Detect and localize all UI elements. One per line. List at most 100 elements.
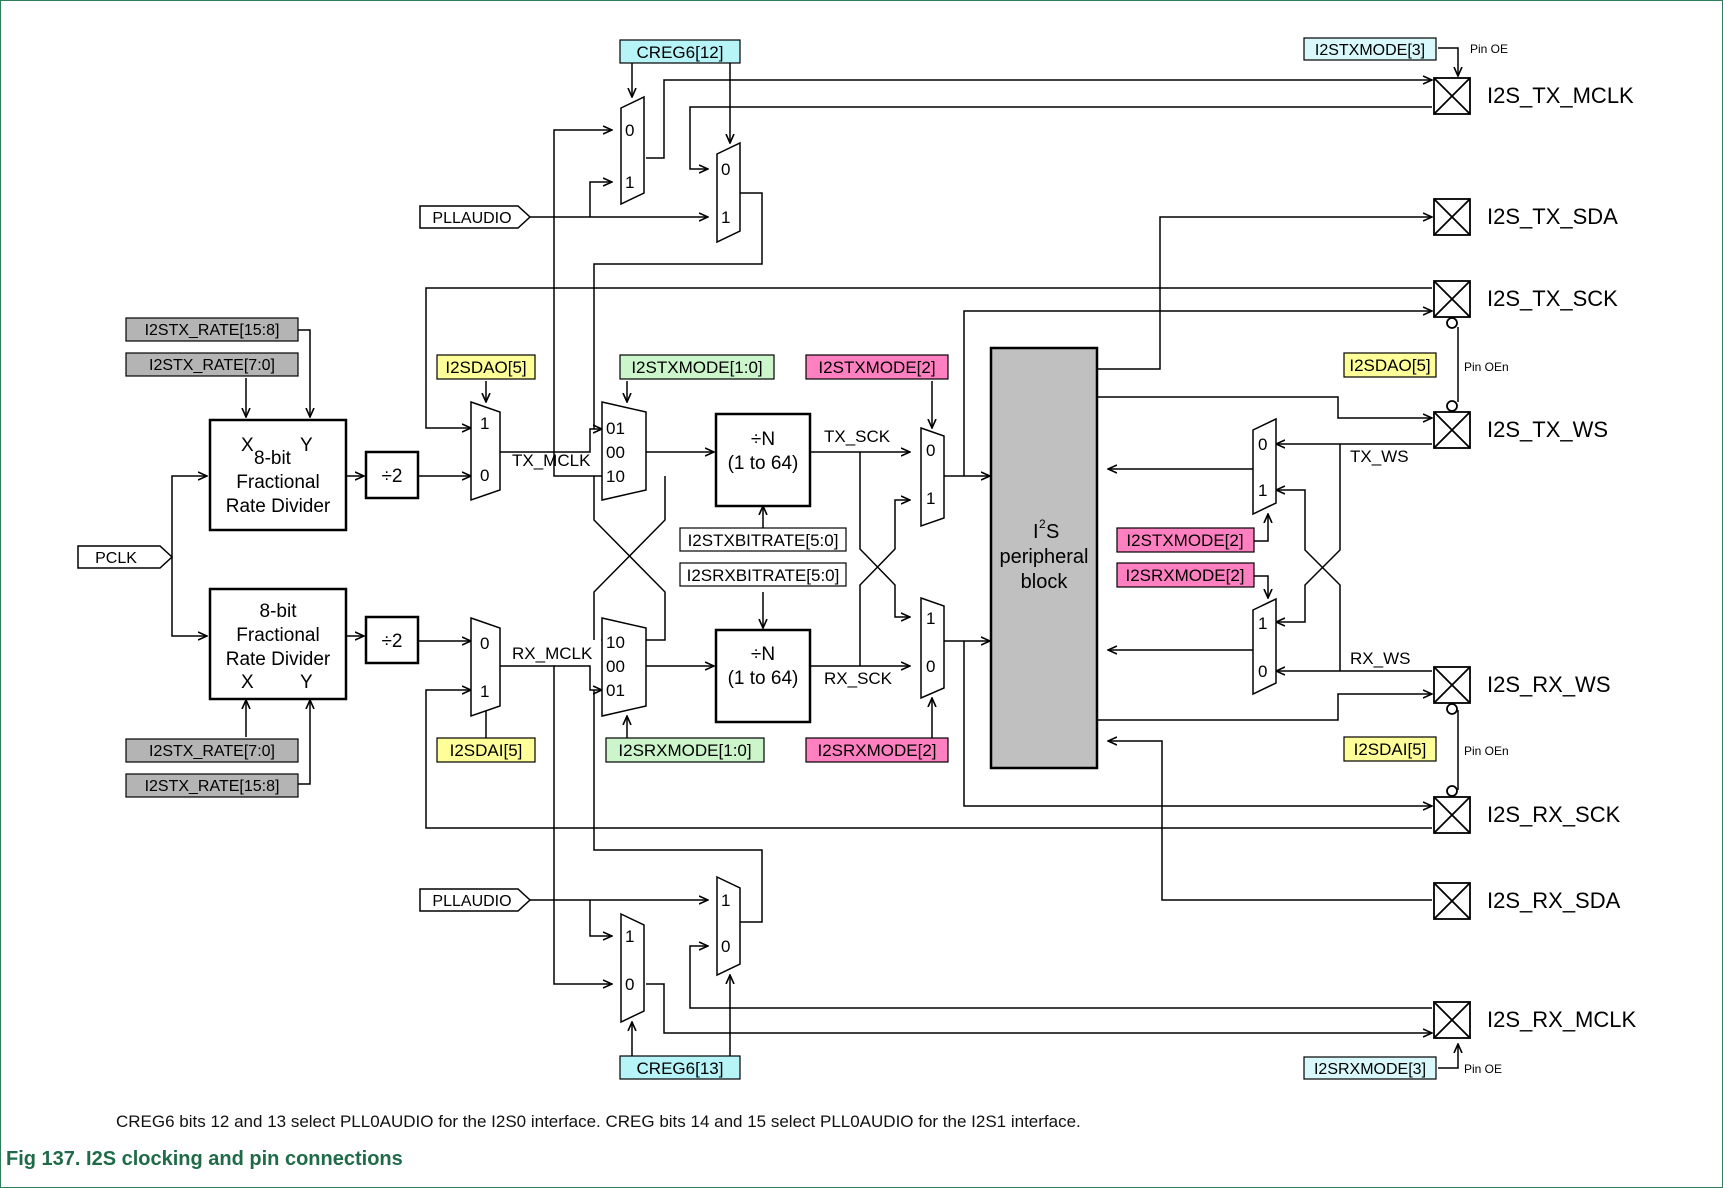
mux-in: 00 xyxy=(606,443,625,462)
reg-i2stx-rate-hi-top xyxy=(125,317,299,342)
mux-in: 0 xyxy=(721,160,730,179)
mux-tx-mclk-select xyxy=(470,400,501,502)
peripheral-s: S xyxy=(1046,521,1059,543)
peripheral-line3: block xyxy=(1021,571,1069,593)
frac-top-line2: Fractional xyxy=(236,472,319,493)
frac-bot-x: X xyxy=(241,672,254,693)
label-i2sdao5-right: I2SDAO[5] xyxy=(1349,356,1430,375)
mux-in: 1 xyxy=(480,414,489,433)
reg-i2sdao5-right xyxy=(1343,352,1437,378)
pin-oen-rx: Pin OEn xyxy=(1464,744,1509,758)
fractional-rate-divider-bottom xyxy=(208,587,348,701)
mux-in: 10 xyxy=(606,633,625,652)
reg-creg6-12 xyxy=(619,39,741,64)
pin-label-tx-sda: I2S_TX_SDA xyxy=(1487,204,1618,229)
pin-label-rx-sda: I2S_RX_SDA xyxy=(1487,888,1621,913)
reg-creg6-13 xyxy=(619,1055,741,1080)
i2s-clocking-diagram: CREG6[12] CREG6[13] I2STXMODE[3] I2SRXMO… xyxy=(77,37,1637,1080)
mux-in: 0 xyxy=(625,975,634,994)
divn-bottom xyxy=(714,628,812,724)
label-i2srxmode2-right: I2SRXMODE[2] xyxy=(1125,566,1244,585)
label-i2srxbitrate: I2SRXBITRATE[5:0] xyxy=(687,566,840,585)
label-i2stx-rate-hi-bot: I2STX_RATE[15:8] xyxy=(145,778,280,795)
mux-creg6-12-right xyxy=(716,141,741,244)
mux-in: 0 xyxy=(926,657,935,676)
reg-i2stxmode3 xyxy=(1303,37,1437,61)
mux-rx-mode xyxy=(601,617,647,717)
multiplexers xyxy=(470,95,1277,1024)
mux-rx-ws xyxy=(1252,597,1277,696)
reg-i2stxmode2-right xyxy=(1116,527,1255,553)
oen-bubble-rx-ws xyxy=(1446,703,1458,715)
label-i2stxmode2-right: I2STXMODE[2] xyxy=(1126,531,1243,550)
label-creg6-13: CREG6[13] xyxy=(637,1059,724,1078)
mux-in: 1 xyxy=(625,173,634,192)
reg-i2stxmode2-top xyxy=(805,354,949,380)
oen-bubble-tx-sck xyxy=(1446,317,1458,329)
label-i2stxmode3: I2STXMODE[3] xyxy=(1315,42,1425,59)
mux-in: 1 xyxy=(721,208,730,227)
frac-top-x: X xyxy=(241,435,254,456)
mux-in: 1 xyxy=(625,927,634,946)
pin-pads xyxy=(1433,77,1471,1039)
pin-label-tx-mclk: I2S_TX_MCLK xyxy=(1487,83,1634,108)
mux-tx-ws xyxy=(1252,417,1277,516)
mux-in: 0 xyxy=(480,634,489,653)
mux-in: 0 xyxy=(926,441,935,460)
pclk-tag xyxy=(77,545,174,569)
mux-in: 0 xyxy=(1258,435,1267,454)
reg-i2sdai5-left xyxy=(436,737,536,763)
mux-in: 0 xyxy=(1258,662,1267,681)
reg-i2srxmode2-bot xyxy=(805,737,949,763)
mux-in: 1 xyxy=(480,682,489,701)
input-tags xyxy=(77,205,532,912)
mux-in: 0 xyxy=(625,121,634,140)
reg-i2stx-rate-lo-top xyxy=(125,352,299,377)
label-i2sdao5-left: I2SDAO[5] xyxy=(445,358,526,377)
mux-rx-sck xyxy=(920,596,945,700)
figure-caption: Fig 137. I2S clocking and pin connection… xyxy=(6,1148,403,1170)
mux-creg6-13-left xyxy=(620,912,645,1024)
blocks xyxy=(208,346,1099,770)
mux-in: 1 xyxy=(1258,481,1267,500)
mux-creg6-13-right xyxy=(716,875,741,977)
reg-i2stx-rate-lo-bot xyxy=(125,738,299,763)
pin-label-rx-ws: I2S_RX_WS xyxy=(1487,672,1611,697)
pin-label-rx-mclk: I2S_RX_MCLK xyxy=(1487,1007,1637,1032)
signal-rx-sck: RX_SCK xyxy=(824,669,893,688)
mux-in: 01 xyxy=(606,419,625,438)
label-i2sdai5-right: I2SDAI[5] xyxy=(1354,740,1427,759)
register-boxes xyxy=(125,37,1437,1080)
frac-top-line3: Rate Divider xyxy=(226,496,331,517)
div2-top xyxy=(364,450,420,500)
frac-bot-line2: Fractional xyxy=(236,625,319,646)
label-pclk: PCLK xyxy=(95,550,137,567)
frac-top-sub: 8-bit xyxy=(254,448,292,469)
signal-tx-mclk: TX_MCLK xyxy=(512,451,591,470)
pllaudio-bottom-tag xyxy=(419,888,532,912)
mux-in: 00 xyxy=(606,657,625,676)
i2s-peripheral-block xyxy=(989,346,1099,770)
reg-i2stxmode10 xyxy=(619,354,775,380)
mux-in: 0 xyxy=(721,937,730,956)
mux-in: 1 xyxy=(926,489,935,508)
pin-oe-bot: Pin OE xyxy=(1464,1062,1502,1076)
pad-tx-ws xyxy=(1433,411,1471,449)
reg-i2srxmode10 xyxy=(605,737,765,763)
reg-i2sdao5-left xyxy=(436,354,536,380)
signal-tx-ws: TX_WS xyxy=(1350,447,1409,466)
signal-rx-mclk: RX_MCLK xyxy=(512,644,593,663)
label-i2stx-rate-lo-bot: I2STX_RATE[7:0] xyxy=(149,743,275,760)
mux-in: 1 xyxy=(721,891,730,910)
pad-rx-mclk xyxy=(1433,1001,1471,1039)
label-i2stx-rate-hi-top: I2STX_RATE[15:8] xyxy=(145,322,280,339)
label-i2stxmode10: I2STXMODE[1:0] xyxy=(631,358,762,377)
reg-i2srxmode3 xyxy=(1303,1056,1437,1080)
frac-bot-line1: 8-bit xyxy=(260,601,298,622)
divn-top-line2: (1 to 64) xyxy=(728,453,799,474)
signal-rx-ws: RX_WS xyxy=(1350,649,1410,668)
pin-label-tx-sck: I2S_TX_SCK xyxy=(1487,286,1618,311)
frac-bot-line3: Rate Divider xyxy=(226,649,331,670)
divn-bot-line2: (1 to 64) xyxy=(728,668,799,689)
mux-tx-mode xyxy=(601,401,647,501)
